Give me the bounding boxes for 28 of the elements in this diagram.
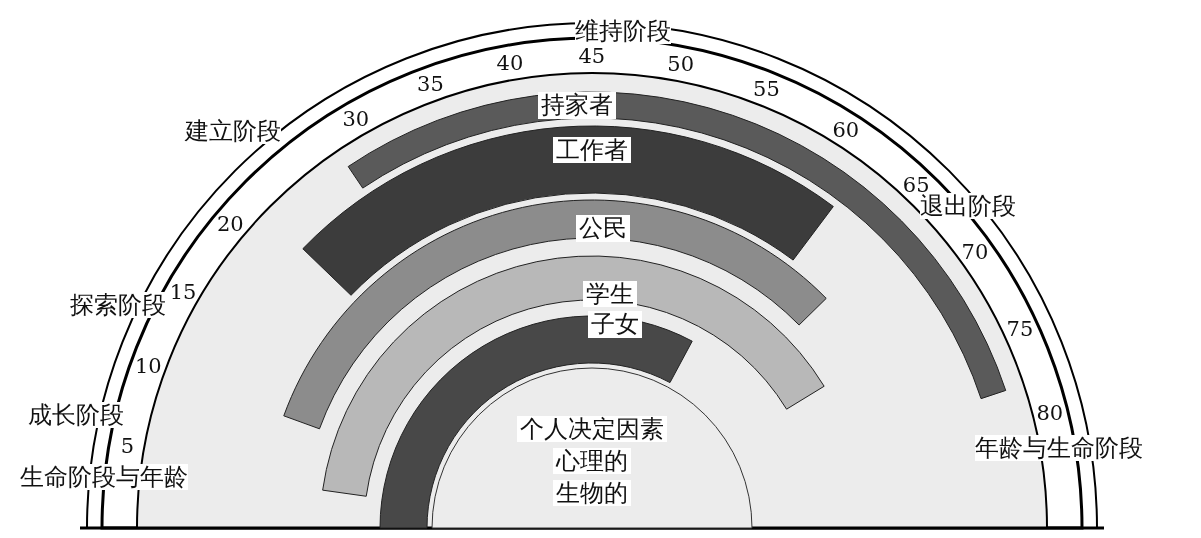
role-label: 子女 bbox=[588, 311, 643, 338]
stage-label: 探索阶段 bbox=[70, 292, 166, 319]
age-number: 80 bbox=[1036, 401, 1064, 425]
age-number: 70 bbox=[961, 240, 989, 264]
age-number: 55 bbox=[753, 77, 780, 102]
age-number: 60 bbox=[832, 118, 860, 142]
age-number: 45 bbox=[578, 44, 606, 68]
axis-label: 生命阶段与年龄 bbox=[20, 464, 188, 491]
age-number: 40 bbox=[496, 51, 524, 75]
core-label: 生物的 bbox=[553, 480, 631, 507]
age-number: 20 bbox=[216, 213, 244, 237]
age-number: 30 bbox=[342, 107, 370, 131]
axis-label: 年龄与生命阶段 bbox=[975, 435, 1143, 462]
role-label: 工作者 bbox=[553, 137, 631, 164]
age-number: 5 bbox=[120, 434, 135, 458]
role-label: 公民 bbox=[576, 215, 631, 242]
role-label: 持家者 bbox=[538, 92, 617, 119]
age-number: 75 bbox=[1006, 317, 1034, 341]
age-number: 50 bbox=[667, 52, 695, 77]
core-label: 心理的 bbox=[553, 448, 631, 475]
stage-label: 成长阶段 bbox=[28, 402, 124, 429]
stage-label: 维持阶段 bbox=[575, 18, 671, 45]
age-number: 15 bbox=[169, 280, 197, 304]
role-band bbox=[379, 315, 693, 529]
stage-label: 建立阶段 bbox=[185, 118, 281, 145]
age-number: 35 bbox=[417, 72, 444, 97]
core-label: 个人决定因素 bbox=[517, 416, 667, 443]
age-number: 10 bbox=[134, 355, 162, 379]
